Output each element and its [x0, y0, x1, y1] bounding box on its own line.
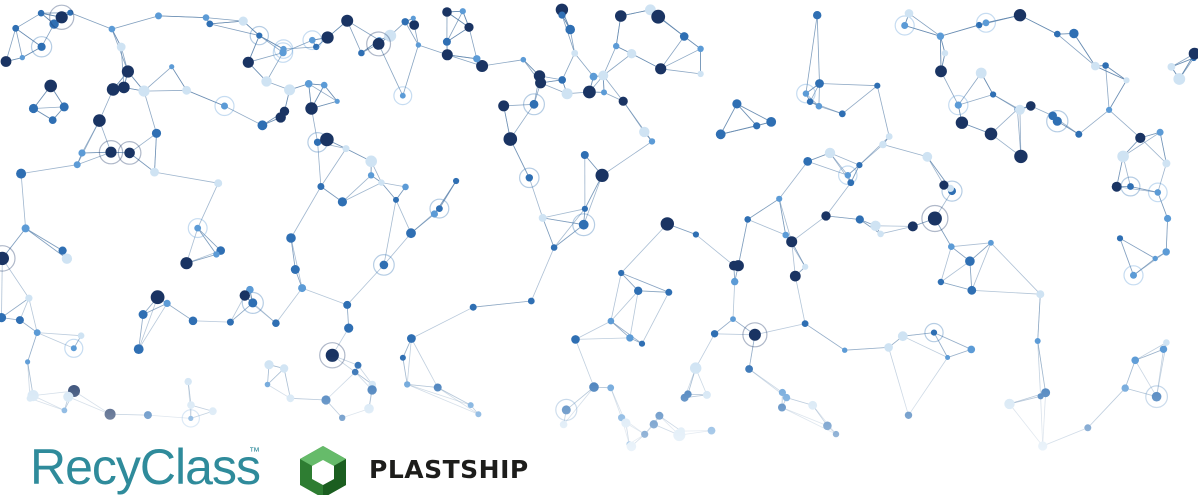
logo-row: RecyClass ™ PLASTSHIP	[0, 430, 700, 495]
plastship-logo: PLASTSHIP	[369, 455, 529, 484]
recyclass-trademark: ™	[249, 446, 260, 458]
hexagon-cube-icon	[300, 446, 346, 495]
recyclass-logo: RecyClass	[30, 439, 261, 495]
